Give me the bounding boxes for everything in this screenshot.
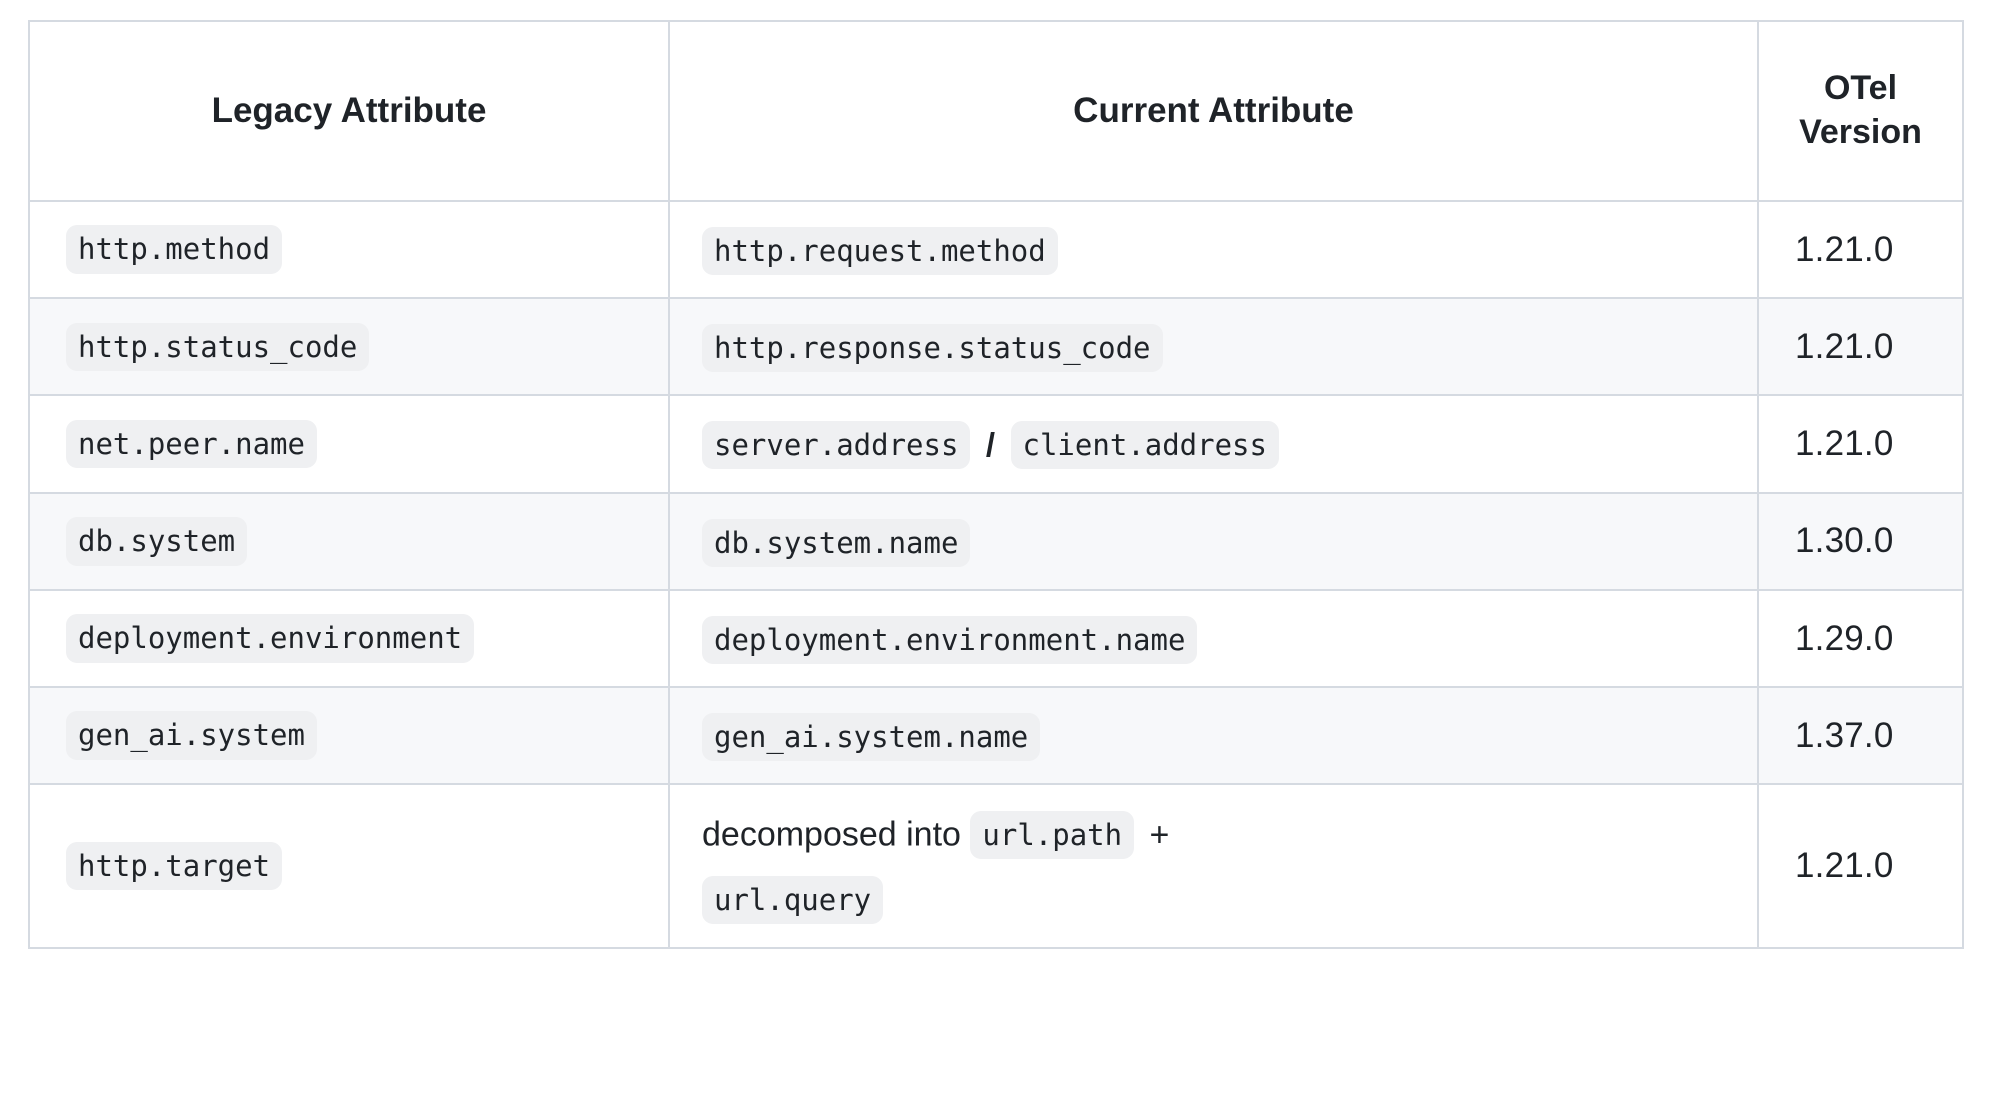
cell-current-attribute: deployment.environment.name	[668, 588, 1759, 689]
separator-plus: +	[1149, 815, 1170, 854]
cell-current-attribute: http.request.method	[668, 199, 1759, 300]
code-chip: deployment.environment	[66, 614, 475, 663]
cell-otel-version: 1.21.0	[1757, 394, 1964, 494]
table-header-row: Legacy Attribute Current Attribute OTel …	[28, 20, 1964, 202]
attribute-migration-table: Legacy Attribute Current Attribute OTel …	[28, 20, 1964, 950]
cell-otel-version: 1.21.0	[1757, 199, 1964, 300]
cell-legacy-attribute: http.status_code	[28, 297, 670, 397]
cell-otel-version: 1.21.0	[1757, 783, 1964, 950]
code-chip: server.address	[702, 421, 971, 470]
cell-legacy-attribute: http.target	[28, 783, 670, 950]
code-chip: client.address	[1010, 421, 1279, 470]
cell-otel-version: 1.30.0	[1757, 491, 1964, 591]
code-chip: http.target	[66, 842, 283, 891]
cell-legacy-attribute: deployment.environment	[28, 588, 670, 689]
cell-legacy-attribute: net.peer.name	[28, 394, 670, 494]
column-header-current-attribute: Current Attribute	[668, 20, 1759, 202]
column-header-otel-version: OTel Version	[1757, 20, 1964, 202]
code-chip: http.response.status_code	[702, 323, 1163, 373]
table-header: Legacy Attribute Current Attribute OTel …	[28, 20, 1964, 202]
code-chip: http.request.method	[702, 226, 1058, 276]
table-row: gen_ai.system gen_ai.system.name 1.37.0	[28, 686, 1964, 786]
code-chip: url.query	[702, 875, 884, 924]
table-row: http.status_code http.response.status_cod…	[28, 297, 1964, 397]
column-header-otel-version-line2: Version	[1799, 113, 1922, 151]
cell-current-attribute: server.address / client.address	[668, 394, 1759, 494]
code-chip: db.system.name	[702, 518, 971, 568]
table-row: deployment.environment deployment.environ…	[28, 588, 1964, 689]
cell-otel-version: 1.37.0	[1757, 686, 1964, 786]
code-chip: net.peer.name	[66, 419, 317, 469]
cell-legacy-attribute: http.method	[28, 199, 670, 300]
separator-slash: /	[985, 426, 996, 464]
line-break-wrapper: url.query	[702, 871, 1723, 926]
table-row: http.target decomposed into url.path + ur…	[28, 783, 1964, 950]
code-chip: gen_ai.system	[66, 711, 317, 760]
code-chip: deployment.environment.name	[702, 615, 1198, 665]
cell-current-attribute: decomposed into url.path + url.query	[668, 783, 1759, 950]
code-chip: http.status_code	[66, 322, 370, 371]
table-row: db.system db.system.name 1.30.0	[28, 491, 1964, 591]
cell-otel-version: 1.21.0	[1757, 297, 1964, 397]
code-chip: url.path	[970, 811, 1135, 860]
code-chip: db.system	[66, 517, 248, 566]
cell-otel-version: 1.29.0	[1757, 588, 1964, 689]
table-row: net.peer.name server.address / client.add…	[28, 394, 1964, 494]
code-chip: http.method	[66, 225, 283, 274]
code-chip: gen_ai.system.name	[702, 712, 1041, 762]
cell-current-attribute: db.system.name	[668, 491, 1759, 591]
cell-current-attribute: http.response.status_code	[668, 297, 1759, 397]
cell-current-attribute: gen_ai.system.name	[668, 686, 1759, 786]
column-header-otel-version-line1: OTel	[1823, 69, 1898, 108]
cell-legacy-attribute: db.system	[28, 491, 670, 591]
table-row: http.method http.request.method 1.21.0	[28, 199, 1964, 300]
column-header-legacy-attribute: Legacy Attribute	[28, 20, 670, 202]
descriptive-text: decomposed into	[702, 815, 961, 854]
cell-legacy-attribute: gen_ai.system	[28, 686, 670, 786]
